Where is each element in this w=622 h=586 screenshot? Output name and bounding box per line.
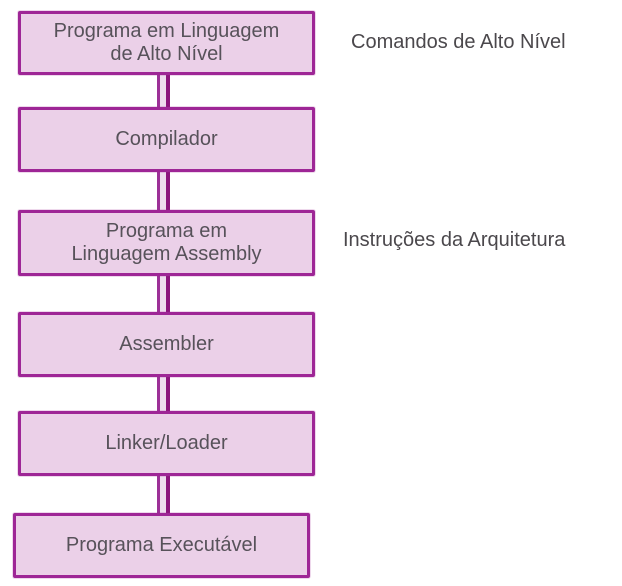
- node-high-level-program: Programa em Linguagem de Alto Nível: [18, 11, 315, 75]
- node-compiler: Compilador: [18, 107, 315, 172]
- connector-line: [157, 474, 170, 515]
- connector-line: [157, 274, 170, 314]
- node-linker-loader: Linker/Loader: [18, 411, 315, 476]
- node-assembler: Assembler: [18, 312, 315, 377]
- connector-line: [157, 375, 170, 413]
- connector-line: [157, 73, 170, 109]
- node-assembly-program: Programa em Linguagem Assembly: [18, 210, 315, 276]
- node-executable-program: Programa Executável: [13, 513, 310, 578]
- connector-line: [157, 170, 170, 212]
- annotation-high-level-commands: Comandos de Alto Nível: [351, 31, 566, 53]
- annotation-architecture-instructions: Instruções da Arquitetura: [343, 229, 566, 251]
